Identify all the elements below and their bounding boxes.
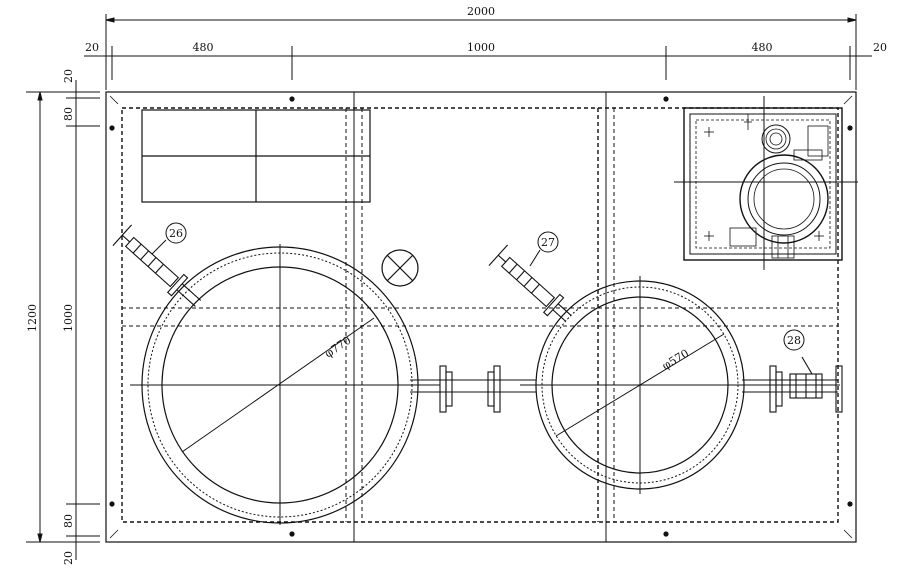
callout-26: 26: [169, 227, 183, 240]
callout-28: 28: [787, 334, 801, 347]
vessel-right: [520, 276, 840, 494]
callout-circle-28: [783, 329, 805, 351]
dim-right-margin: 20: [873, 41, 887, 54]
vessel-left: [130, 244, 440, 525]
crossed-circle-symbol: [381, 249, 419, 287]
dim-inner-height: 1000: [62, 304, 75, 332]
left-dimensions: [26, 80, 100, 560]
leader-27: [529, 249, 541, 267]
equipment-box-top-right: [674, 96, 858, 270]
callout-circle-27: [537, 231, 559, 253]
callout-27: 27: [541, 236, 555, 249]
callout-circle-26: [165, 222, 187, 244]
dim-bottom-band: 80: [62, 514, 75, 528]
dim-overall-width: 2000: [467, 5, 495, 18]
top-dimensions: [84, 14, 872, 90]
dim-center-section: 1000: [467, 41, 495, 54]
dim-right-diameter: φ570: [660, 347, 691, 373]
dim-left-section: 480: [193, 41, 214, 54]
dim-top-margin: 20: [62, 69, 75, 83]
connecting-pipe: [410, 365, 536, 413]
equipment-block-top-left: [141, 109, 371, 203]
dim-left-margin: 20: [85, 41, 99, 54]
valve-assembly-27: [488, 244, 572, 322]
valve-assembly-26: [112, 224, 202, 307]
mounting-holes: [109, 96, 853, 537]
panel-frame: [105, 91, 857, 543]
dim-top-band: 80: [62, 107, 75, 121]
valve-assembly-28: [742, 356, 843, 413]
dim-left-diameter: φ770: [322, 334, 353, 361]
leader-26: [151, 239, 167, 255]
dim-overall-height: 1200: [26, 304, 39, 332]
dim-right-section: 480: [752, 41, 773, 54]
dim-bottom-margin: 20: [62, 551, 75, 565]
